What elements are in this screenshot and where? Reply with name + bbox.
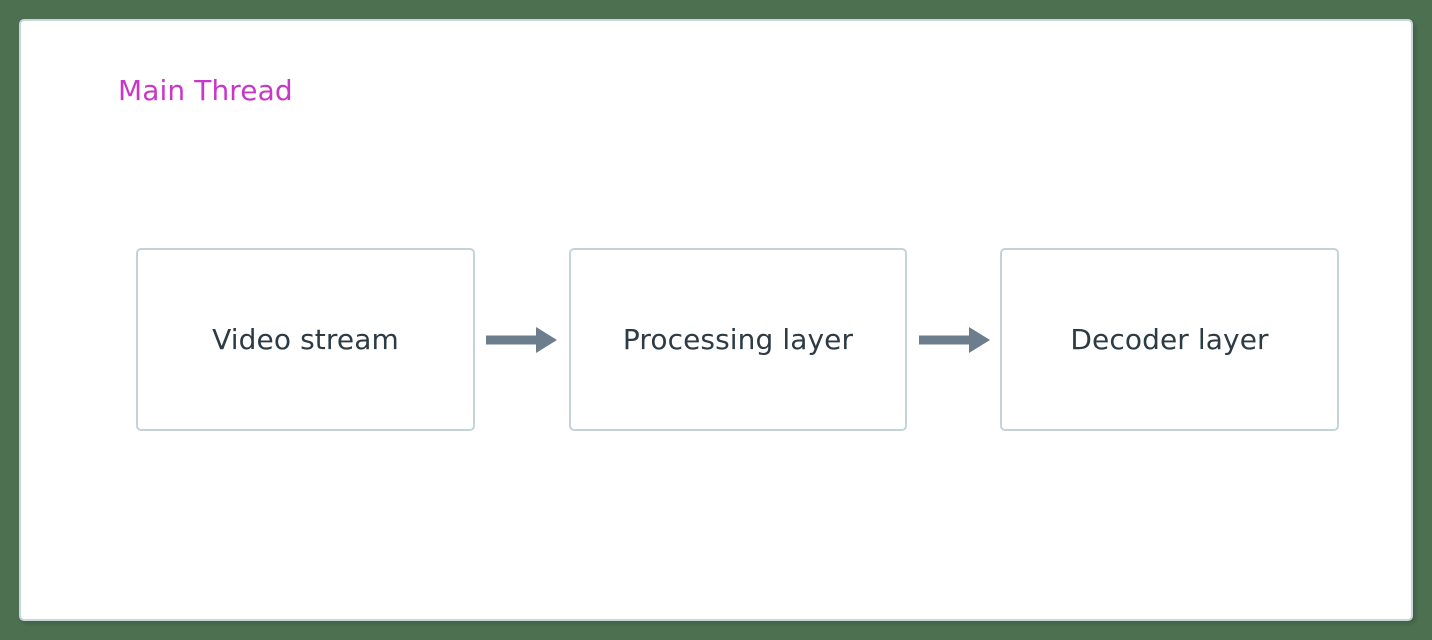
edge-processing-layer-to-decoder-layer: [917, 324, 993, 356]
node-label: Processing layer: [622, 322, 854, 356]
diagram-panel: Main Thread Video stream Processing laye…: [19, 19, 1413, 621]
arrow-right-icon: [486, 327, 557, 353]
node-decoder-layer[interactable]: Decoder layer: [1000, 248, 1339, 431]
arrow-right-icon: [919, 327, 990, 353]
edge-video-stream-to-processing-layer: [484, 324, 560, 356]
node-label: Decoder layer: [1070, 322, 1269, 356]
node-processing-layer[interactable]: Processing layer: [569, 248, 907, 431]
cluster-title-main-thread: Main Thread: [118, 74, 293, 107]
node-label: Video stream: [212, 322, 399, 356]
node-video-stream[interactable]: Video stream: [136, 248, 475, 431]
